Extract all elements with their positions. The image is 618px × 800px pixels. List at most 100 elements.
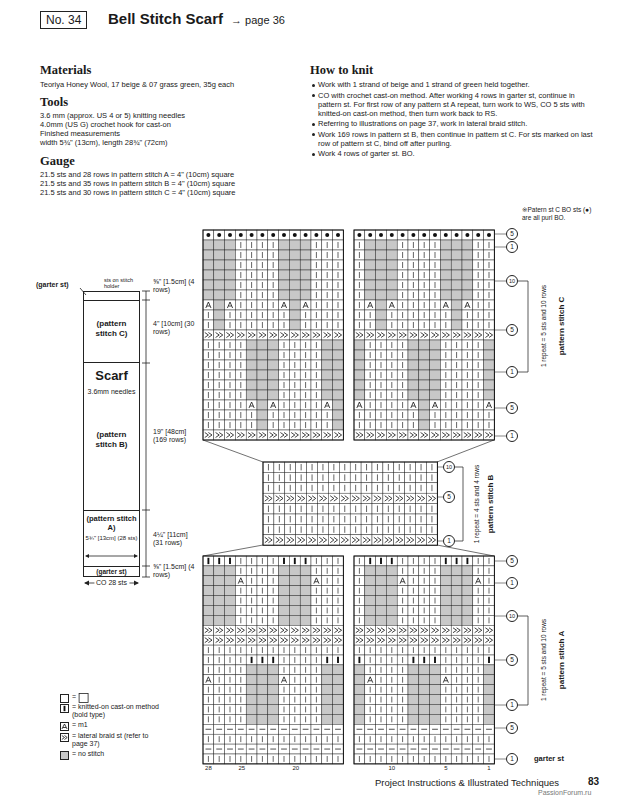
chart-cell — [333, 430, 344, 440]
knit-symbol — [273, 322, 274, 328]
knit-symbol — [316, 362, 317, 368]
chart-cell — [376, 320, 387, 330]
braid-symbol — [388, 628, 395, 633]
knit-symbol — [251, 598, 252, 604]
knit-symbol — [402, 677, 403, 683]
chart-cell — [462, 370, 473, 380]
knit-symbol — [316, 756, 317, 762]
chart-cell — [354, 556, 365, 566]
knit-symbol — [284, 667, 285, 673]
knit-symbol — [327, 272, 328, 278]
chart-cell — [419, 370, 430, 380]
braid-symbol — [388, 333, 395, 338]
chart-cell — [354, 665, 365, 675]
purl-symbol — [270, 729, 276, 730]
knit-symbol — [284, 352, 285, 358]
chart-cell — [268, 360, 279, 370]
chart-cell — [354, 230, 365, 240]
knit-symbol — [413, 422, 414, 428]
knit-symbol — [284, 707, 285, 713]
knit-symbol — [327, 608, 328, 614]
knit-symbol — [338, 272, 339, 278]
knit-symbol — [410, 526, 411, 532]
knit-symbol — [268, 464, 269, 470]
chart-cell — [365, 625, 376, 635]
chart-cell — [318, 493, 329, 503]
knit-symbol — [489, 292, 490, 298]
knit-symbol — [338, 262, 339, 268]
chart-cell — [350, 524, 361, 534]
braid-symbol — [308, 496, 315, 501]
knit-symbol — [219, 402, 220, 408]
knit-symbol — [391, 647, 392, 653]
knit-symbol — [327, 558, 328, 564]
knit-symbol — [344, 485, 345, 491]
chart-cell — [311, 556, 322, 566]
knit-symbol — [478, 342, 479, 348]
chart-cell — [365, 596, 376, 606]
chart-cell — [279, 360, 290, 370]
chart-cell — [225, 606, 236, 616]
knit-symbol — [230, 382, 231, 388]
knit-symbol — [478, 412, 479, 418]
chart-cell — [419, 586, 430, 596]
chart-cell — [430, 300, 441, 310]
chart-cell — [235, 714, 246, 724]
chart-cell — [268, 350, 279, 360]
chart-cell — [214, 410, 225, 420]
braid-symbol — [385, 537, 392, 542]
knit-symbol — [316, 687, 317, 693]
chart-cell — [225, 724, 236, 734]
chart-cell — [300, 320, 311, 330]
chart-cell — [268, 556, 279, 566]
knit-symbol — [359, 282, 360, 288]
chart-cell — [225, 330, 236, 340]
chart-cell — [311, 695, 322, 705]
knit-symbol — [381, 667, 382, 673]
stitch-chart — [203, 230, 343, 440]
knit-symbol — [333, 516, 334, 522]
chart-cell — [419, 380, 430, 390]
chart-cell — [430, 230, 441, 240]
knit-symbol — [230, 657, 231, 663]
chart-cell — [300, 280, 311, 290]
chart-cell — [397, 320, 408, 330]
chart-cell — [268, 230, 279, 240]
chart-cell — [462, 290, 473, 300]
chart-cell — [214, 300, 225, 310]
m1-symbol — [486, 402, 491, 408]
braid-symbol — [396, 496, 403, 501]
bind-off-dot — [411, 233, 415, 237]
knit-symbol — [240, 677, 241, 683]
braid-symbol — [313, 628, 320, 633]
knit-symbol — [230, 756, 231, 762]
knit-symbol — [316, 617, 317, 623]
knit-symbol — [284, 322, 285, 328]
knit-symbol — [316, 392, 317, 398]
chart-cell — [235, 665, 246, 675]
chart-cell — [354, 380, 365, 390]
chart-cell — [296, 462, 307, 472]
chart-cell — [383, 493, 394, 503]
chart-cell — [268, 370, 279, 380]
chart-cell — [246, 744, 257, 754]
chart-cell — [386, 655, 397, 665]
chart-cell — [473, 270, 484, 280]
chart-cell — [376, 645, 387, 655]
chart-cell — [246, 655, 257, 665]
chart-cell — [484, 606, 495, 616]
chart-cell — [246, 360, 257, 370]
knit-symbol — [279, 516, 280, 522]
chart-cell — [311, 576, 322, 586]
chart-cell — [235, 635, 246, 645]
knit-symbol — [445, 647, 446, 653]
chart-cell — [225, 310, 236, 320]
chart-cell — [484, 566, 495, 576]
chart-cell — [473, 340, 484, 350]
chart-cell — [376, 635, 387, 645]
chart-cell — [473, 625, 484, 635]
knit-symbol — [413, 262, 414, 268]
chart-cell — [440, 320, 451, 330]
chart-cell — [473, 596, 484, 606]
knit-symbol — [290, 516, 291, 522]
